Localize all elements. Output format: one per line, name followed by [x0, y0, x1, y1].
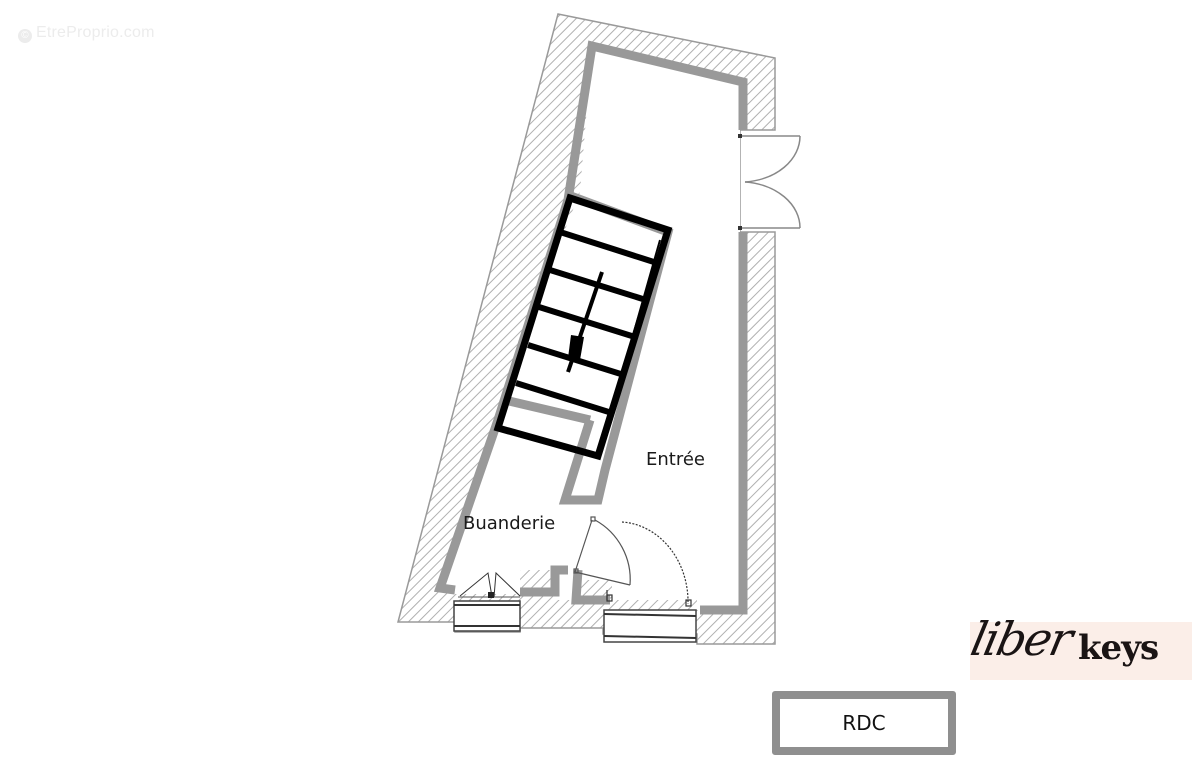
logo-background [970, 622, 1192, 680]
threshold-entry [603, 609, 697, 643]
room-label-entree: Entrée [646, 449, 705, 470]
logo-bold-text: keys [1078, 628, 1159, 668]
logo-script-text: liber [966, 612, 1076, 666]
interior-door [573, 516, 631, 586]
staircase [493, 193, 673, 461]
watermark-text: EtreProprio.com [36, 24, 155, 41]
exterior-wall [397, 13, 776, 645]
watermark: © EtreProprio.com [18, 24, 155, 43]
level-label: RDC [772, 691, 956, 755]
room-label-buanderie: Buanderie [463, 513, 556, 534]
window-buanderie [453, 571, 521, 632]
copyright-icon: © [18, 29, 32, 43]
entry-door [606, 521, 692, 607]
liberkeys-logo: liber keys [964, 610, 1192, 684]
double-door [738, 134, 801, 230]
